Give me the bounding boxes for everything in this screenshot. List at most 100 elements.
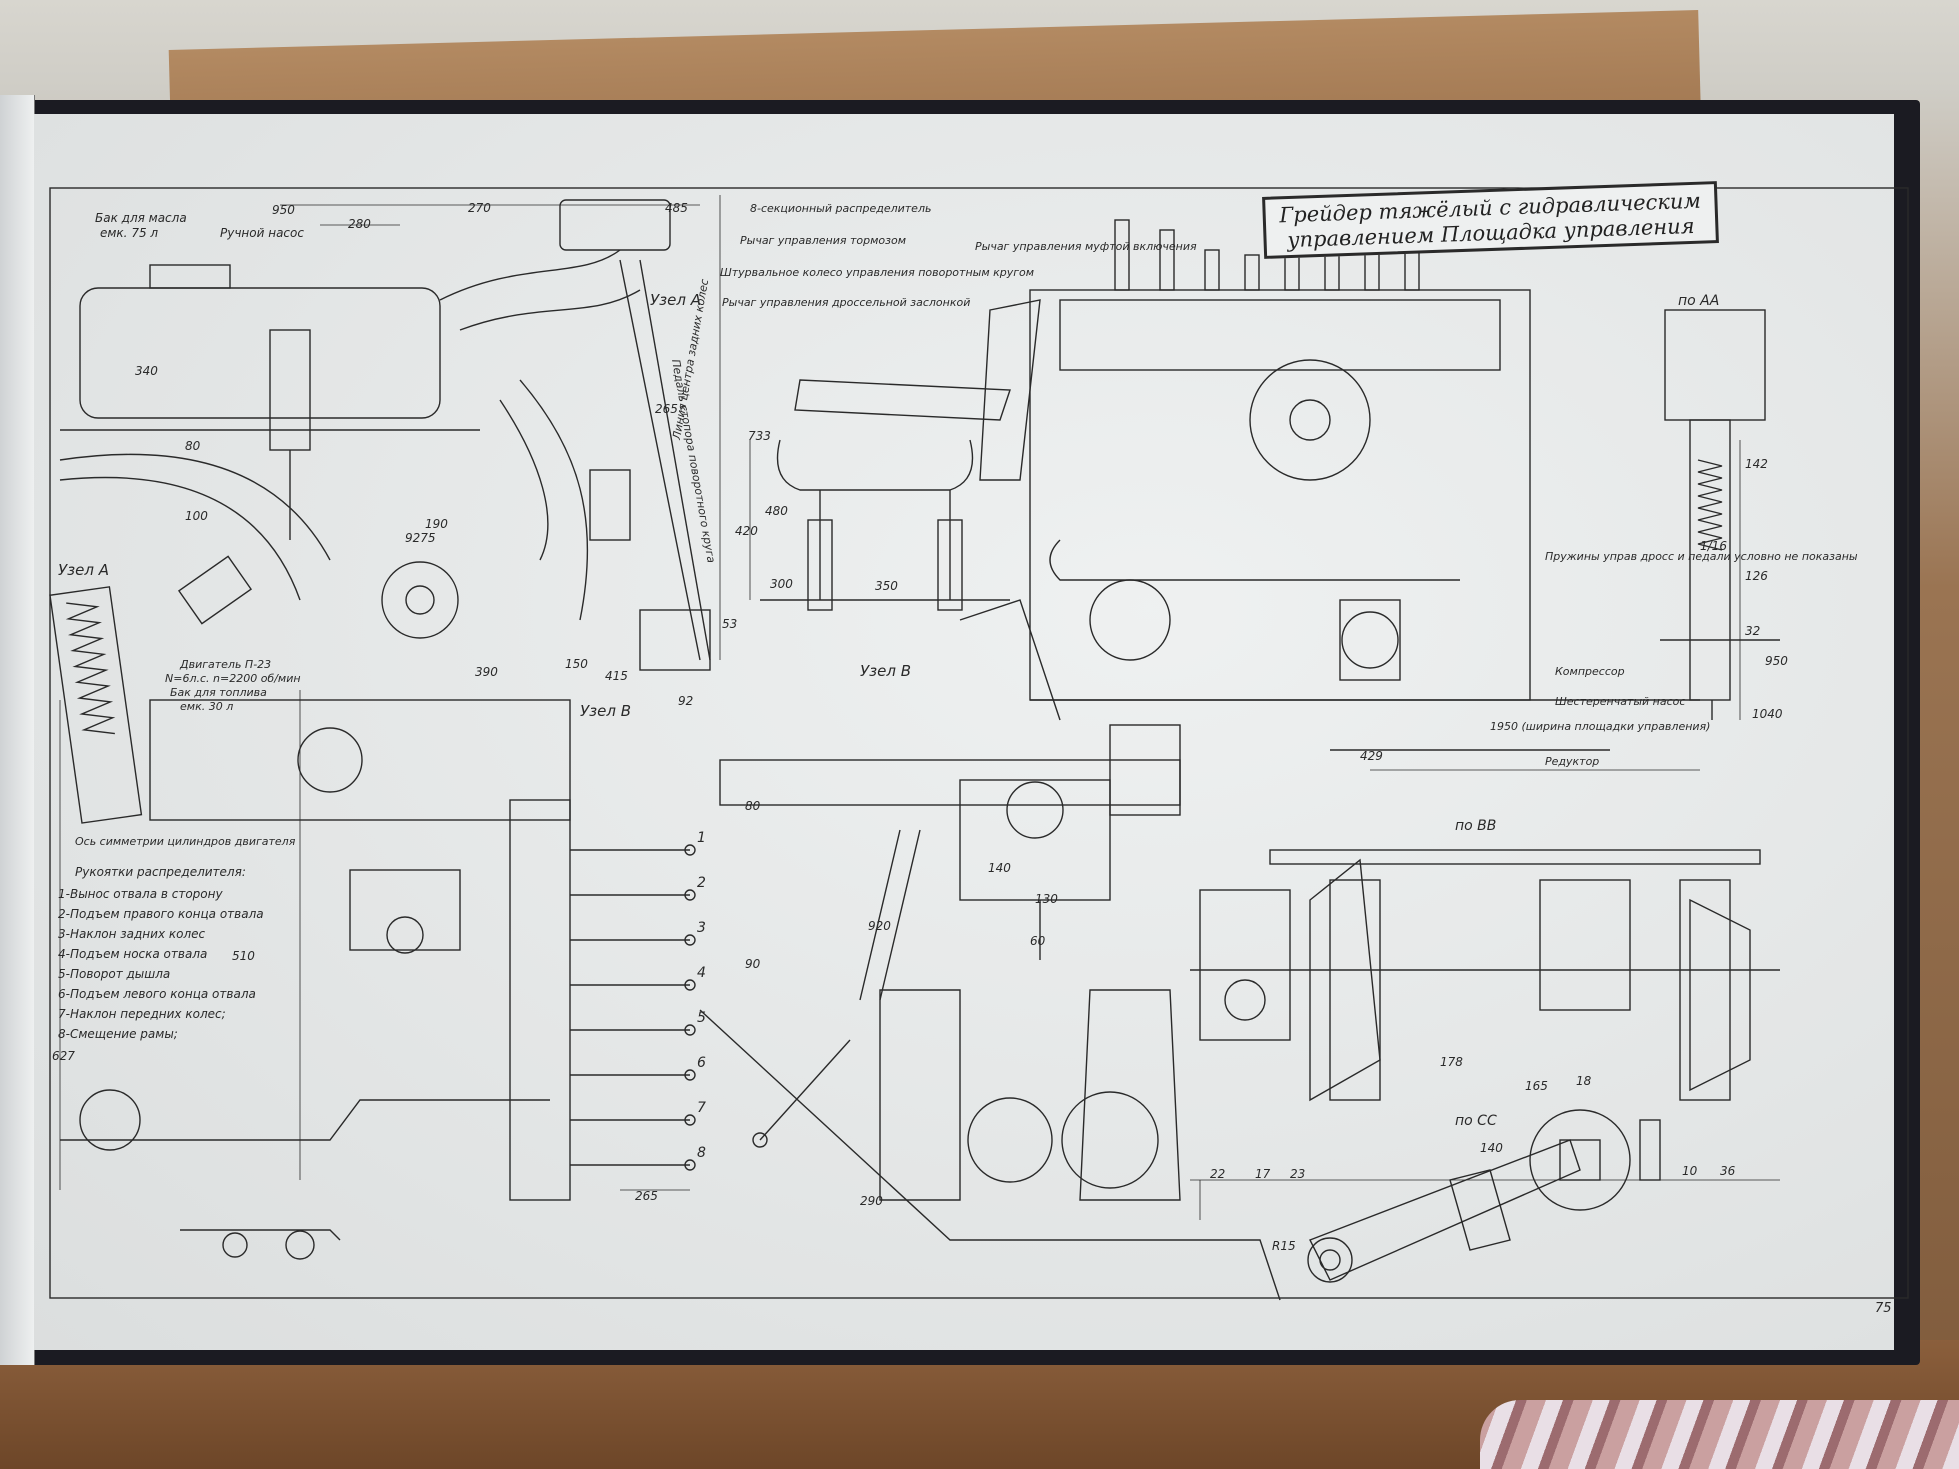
- dim-r15: R15: [1272, 1239, 1296, 1253]
- handle-number: 4: [697, 965, 706, 981]
- dim-178: 178: [1440, 1055, 1463, 1069]
- dim-733: 733: [748, 429, 771, 443]
- dim-80-b: 80: [745, 799, 761, 813]
- drawing-frame: [49, 187, 1909, 1299]
- label-compressor: Компрессор: [1555, 665, 1625, 678]
- dim-340: 340: [135, 364, 158, 378]
- dim-480: 480: [765, 504, 788, 518]
- section-bb: [1190, 849, 1780, 1102]
- dim-53: 53: [722, 617, 737, 631]
- dim-415: 415: [605, 669, 628, 683]
- dim-270: 270: [468, 201, 491, 215]
- legend-item: 6-Подъем левого конца отвала: [58, 987, 256, 1001]
- handle-number: 3: [697, 920, 706, 936]
- dim-9275: 9275: [405, 531, 436, 545]
- dim-142: 142: [1745, 457, 1768, 471]
- dim-60: 60: [1030, 934, 1046, 948]
- dim-190: 190: [425, 517, 448, 531]
- label-node-b: Узел В: [860, 662, 911, 680]
- dim-265-bottom: 265: [635, 1189, 658, 1203]
- legend-item: 7-Наклон передних колес;: [58, 1007, 226, 1021]
- dim-92: 92: [678, 694, 693, 708]
- dim-350: 350: [875, 579, 898, 593]
- oil-tank-drawing: [59, 264, 480, 601]
- hydraulic-pipes: [381, 199, 711, 671]
- label-brake-lever: Рычаг управления тормозом: [740, 234, 906, 247]
- handles-legend: Рукоятки распределителя: 1-Вынос отвала …: [58, 865, 264, 1041]
- dim-10: 10: [1682, 1164, 1698, 1178]
- dim-90: 90: [745, 957, 761, 971]
- label-oil-tank-cap: емк. 75 л: [100, 226, 158, 240]
- legend-item: 4-Подъем носка отвала: [58, 947, 207, 961]
- legend-item: 3-Наклон задних колес: [58, 927, 205, 941]
- label-fuel-tank-cap: емк. 30 л: [180, 700, 233, 713]
- label-pedal: Педаль стопора поворотного круга: [669, 358, 718, 564]
- label-cyl-axis: Ось симметрии цилиндров двигателя: [75, 835, 296, 848]
- legend-item: 5-Поворот дышла: [58, 967, 170, 981]
- dim-510: 510: [232, 949, 255, 963]
- legend-title: Рукоятки распределителя:: [75, 865, 246, 879]
- handle-number: 8: [697, 1145, 706, 1161]
- dim-80: 80: [185, 439, 201, 453]
- label-engine-spec: N=6л.с. n=2200 об/мин: [165, 672, 301, 685]
- dim-140: 140: [988, 861, 1011, 875]
- dim-150: 150: [565, 657, 588, 671]
- distributor-block: [1029, 219, 1700, 751]
- label-engine: Двигатель П-23: [179, 658, 271, 671]
- label-steering-wheel: Штурвальное колесо управления поворотным…: [720, 266, 1034, 279]
- dim-32: 32: [1745, 624, 1760, 638]
- dim-130: 130: [1035, 892, 1058, 906]
- left-page-edge: [0, 95, 35, 1365]
- label-clutch-lever: Рычаг управления муфтой включения: [975, 240, 1197, 253]
- view-aa-drawing: [1660, 309, 1780, 720]
- dim-23: 23: [1290, 1167, 1305, 1181]
- dimension-values: 950 270 485 280 340 80 100 265 733 480 4…: [52, 201, 1788, 1253]
- label-distributor: 8-секционный распределитель: [750, 202, 931, 215]
- dim-265: 265: [655, 402, 678, 416]
- label-hand-pump: Ручной насос: [220, 226, 304, 240]
- handle-number: 7: [697, 1100, 706, 1116]
- dim-1-16: 1/16: [1700, 539, 1727, 553]
- dim-18: 18: [1576, 1074, 1592, 1088]
- dim-100: 100: [185, 509, 208, 523]
- handle-numbers: 1 2 3 4 5 6 7 8: [697, 830, 706, 1161]
- dimension-lines: [59, 195, 1780, 1220]
- drawing-sheet: [34, 114, 1894, 1350]
- dim-280: 280: [348, 217, 371, 231]
- legend-item: 1-Вынос отвала в сторону: [58, 887, 223, 901]
- label-throttle-lever: Рычаг управления дроссельной заслонкой: [722, 296, 970, 309]
- label-gear-pump: Шестеренчатый насос: [1555, 695, 1685, 708]
- dim-950: 950: [272, 203, 295, 217]
- legend-item: 2-Подъем правого конца отвала: [58, 907, 264, 921]
- dim-140-cc: 140: [1480, 1141, 1503, 1155]
- operator-seat: [760, 299, 1041, 611]
- dim-290: 290: [860, 1194, 883, 1208]
- dim-950-aa: 950: [1765, 654, 1788, 668]
- handle-number: 1: [697, 830, 706, 846]
- dim-22: 22: [1210, 1167, 1225, 1181]
- node-b-bracket: [719, 599, 1181, 1001]
- dim-126: 126: [1745, 569, 1768, 583]
- page-number: 75: [1875, 1301, 1892, 1316]
- label-fuel-tank: Бак для топлива: [170, 686, 267, 699]
- dim-300: 300: [770, 577, 793, 591]
- distributor-valves: [1114, 219, 1420, 291]
- distributor-plan: [60, 699, 696, 1260]
- fabric-cloth: [1480, 1400, 1959, 1469]
- label-reducer: Редуктор: [1545, 755, 1599, 768]
- label-view-cc: по СС: [1455, 1113, 1497, 1129]
- dim-627: 627: [52, 1049, 75, 1063]
- dim-485: 485: [665, 201, 688, 215]
- dim-920: 920: [868, 919, 891, 933]
- label-node-b-bottom: Узел В: [580, 702, 631, 720]
- label-platform-width: 1950 (ширина площадки управления): [1490, 720, 1710, 733]
- label-oil-tank: Бак для масла: [95, 211, 187, 225]
- node-a-spring: [49, 555, 253, 824]
- dim-390: 390: [475, 665, 498, 679]
- dim-165: 165: [1525, 1079, 1548, 1093]
- label-node-a-side: Узел А: [58, 561, 109, 579]
- wheel-frame: [699, 989, 1281, 1301]
- handle-number: 2: [697, 875, 706, 891]
- dim-420: 420: [735, 524, 758, 538]
